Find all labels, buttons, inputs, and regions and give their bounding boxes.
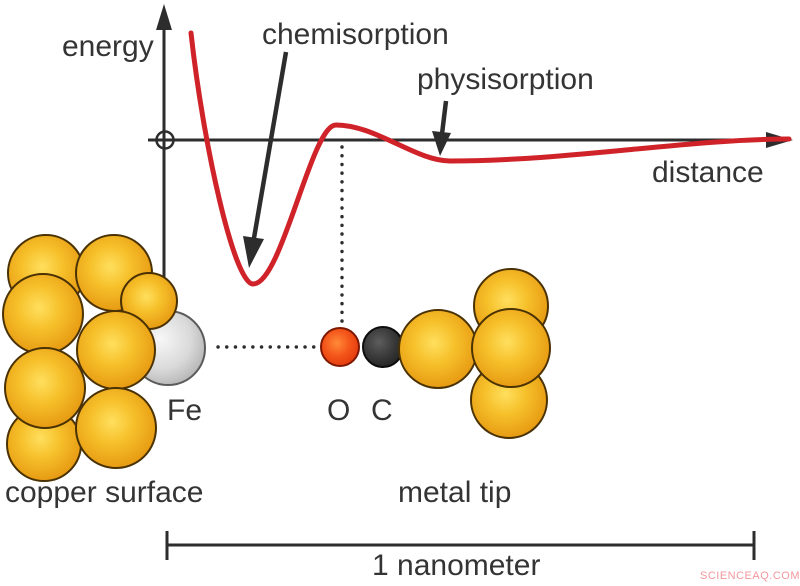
carbon-atom-sphere (362, 326, 404, 368)
oxygen-atom-sphere (320, 327, 360, 367)
copper-atom-sphere (75, 387, 157, 469)
copper-atom-sphere (2, 273, 84, 355)
chemisorption-arrow-line (251, 51, 289, 239)
carbon-atom-label: C (371, 394, 393, 427)
physisorption-arrowhead-icon (432, 131, 451, 156)
scale-bar (165, 531, 756, 560)
copper-atom-sphere (76, 310, 156, 390)
energy-axis-arrowhead-icon (156, 4, 172, 30)
chemisorption-label: chemisorption (262, 18, 449, 51)
scale-bar-label: 1 nanometer (372, 549, 541, 582)
distance-axis-label: distance (652, 156, 764, 189)
tip-atom-sphere (398, 309, 478, 389)
chemisorption-arrowhead-icon (243, 236, 264, 268)
origin-marker-icon (155, 130, 175, 150)
energy-axis-label: energy (62, 30, 154, 63)
metal-tip-caption: metal tip (398, 476, 512, 509)
copper-surface-cluster (2, 234, 178, 482)
watermark: SCIENCEAQ.COM (700, 570, 800, 582)
oxygen-atom-label: O (327, 394, 351, 427)
physisorption-label: physisorption (417, 63, 594, 96)
metal-tip-cluster (398, 268, 551, 439)
interaction-energy-curve (188, 30, 792, 287)
tip-atom-sphere (471, 308, 551, 388)
physisorption-arrow-line (439, 100, 449, 135)
copper-surface-caption: copper surface (5, 476, 204, 509)
iron-atom-label: Fe (167, 394, 203, 427)
copper-atom-sphere (4, 347, 86, 429)
